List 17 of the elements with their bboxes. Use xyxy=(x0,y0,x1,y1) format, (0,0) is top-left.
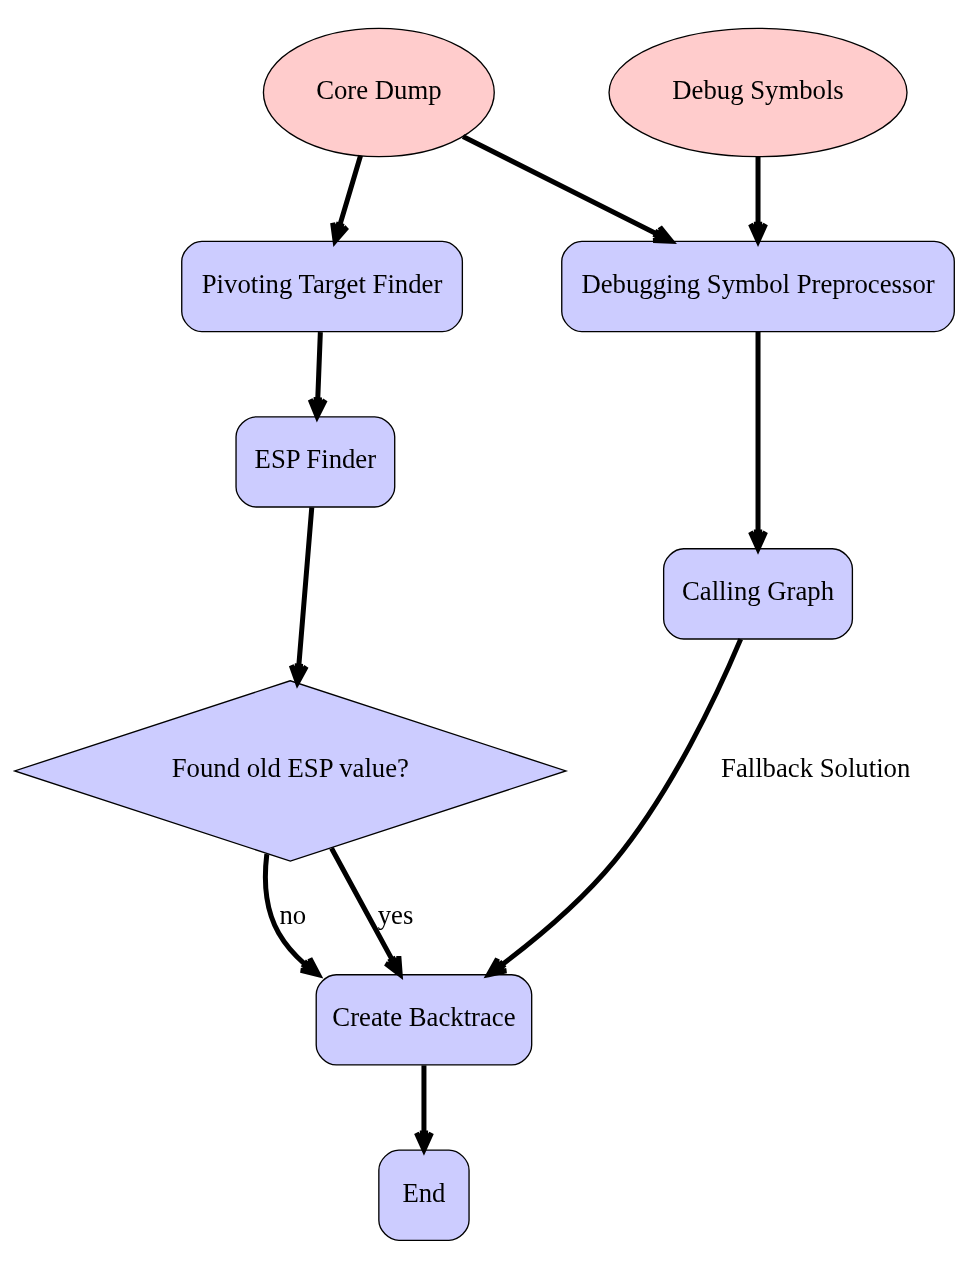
arrow xyxy=(486,637,743,977)
edge-label: no xyxy=(279,899,307,930)
node-box: Create Backtrace xyxy=(315,973,533,1066)
node-ellipse: Debug Symbols xyxy=(608,27,908,157)
arrow xyxy=(461,133,674,244)
edge-label: Fallback Solution xyxy=(721,752,911,783)
arrow xyxy=(262,853,321,977)
edge-label: yes xyxy=(377,899,414,930)
node-diamond: Found old ESP value? xyxy=(12,679,569,862)
node-box: Debugging Symbol Preprocessor xyxy=(561,240,955,332)
node-box: Calling Graph xyxy=(663,547,854,640)
node-ellipse: Core Dump xyxy=(262,27,495,157)
node-box: End xyxy=(378,1148,470,1241)
arrow xyxy=(330,154,363,244)
arrow xyxy=(329,846,403,977)
node-box: Pivoting Target Finder xyxy=(181,240,464,332)
node-box: ESP Finder xyxy=(235,415,396,508)
